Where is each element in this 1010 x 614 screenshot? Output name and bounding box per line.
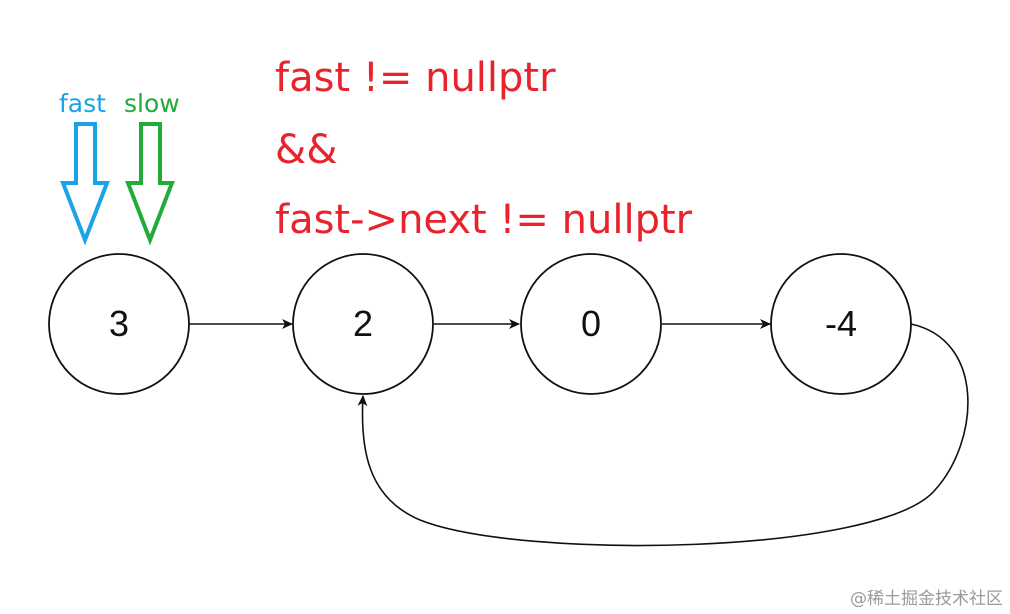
node-value: 3 (109, 303, 129, 344)
watermark: @稀土掘金技术社区 (850, 589, 1003, 609)
list-node-3: -4 (770, 253, 912, 395)
list-node-1: 2 (292, 253, 434, 395)
fast-pointer-label: fast (59, 89, 106, 118)
node-value: -4 (825, 303, 857, 344)
list-node-0: 3 (48, 253, 190, 395)
cycle-edge-neg4-to-2 (357, 323, 969, 547)
condition-line-2: && (275, 127, 337, 173)
node-value: 0 (581, 303, 601, 344)
condition-line-3: fast->next != nullptr (275, 197, 693, 243)
slow-pointer-label: slow (124, 89, 180, 118)
fast-arrow-icon (60, 122, 110, 246)
node-value: 2 (353, 303, 373, 344)
list-node-2: 0 (520, 253, 662, 395)
condition-line-1: fast != nullptr (275, 55, 556, 101)
slow-arrow-icon (125, 122, 175, 246)
